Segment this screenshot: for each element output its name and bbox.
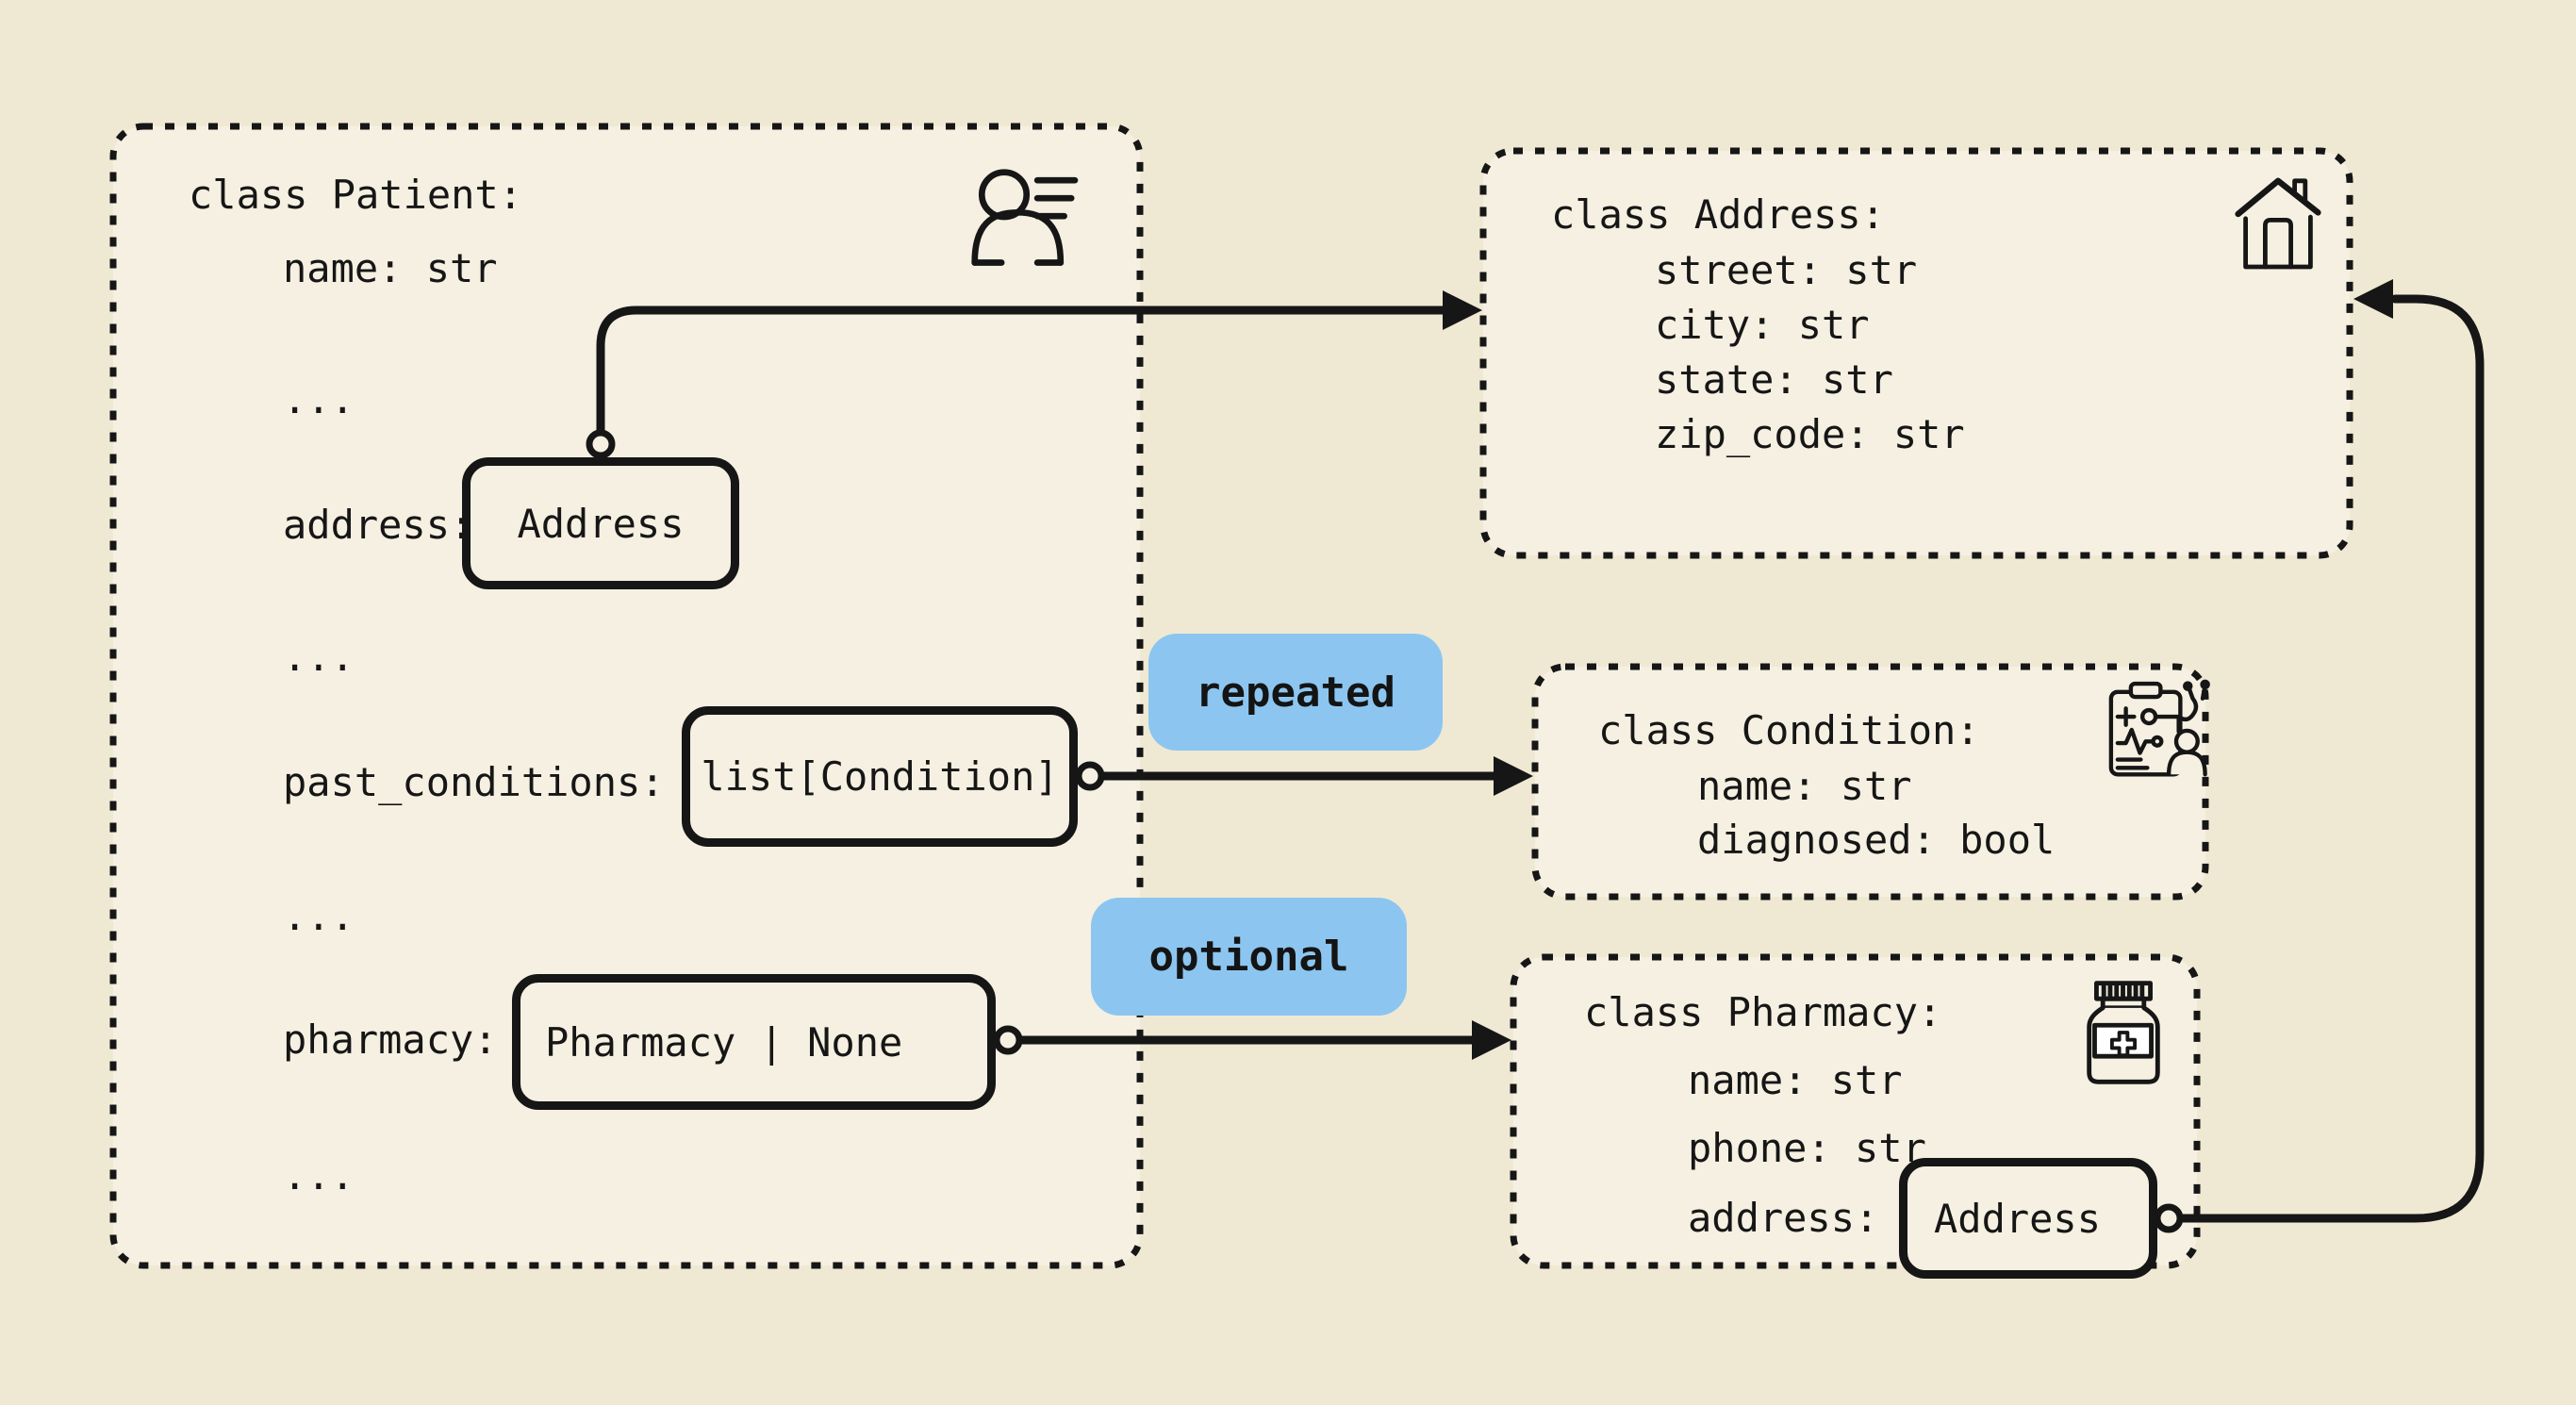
address-field-street: street: str [1655, 247, 1918, 293]
pharmacy-address-type-box: Address [1899, 1158, 2157, 1279]
patient-field-pharmacy-label: pharmacy: [283, 1017, 498, 1063]
person-details-icon [964, 166, 1081, 272]
patient-past-conditions-type-box: list[Condition] [682, 706, 1078, 847]
optional-badge: optional [1091, 898, 1407, 1016]
house-icon [2229, 168, 2327, 272]
pharmacy-field-name: name: str [1688, 1057, 1903, 1103]
patient-field-past-conditions-label: past_conditions: [283, 759, 665, 805]
patient-ellipsis-1: ... [283, 376, 355, 422]
socket-patient-conditions [1075, 761, 1105, 791]
socket-pharmacy-address [2154, 1203, 2184, 1233]
address-class-box [1479, 147, 2353, 559]
patient-address-type: Address [517, 500, 685, 547]
edge-pharmacy-address [2175, 294, 2485, 1223]
condition-class-title: class Condition: [1598, 707, 1980, 753]
patient-class-title: class Patient: [189, 172, 523, 218]
pharmacy-field-phone: phone: str [1688, 1125, 1926, 1171]
address-class-title: class Address: [1551, 191, 1886, 238]
pharmacy-field-address-label: address: [1688, 1195, 1879, 1241]
patient-ellipsis-4: ... [283, 1152, 355, 1198]
socket-patient-address [586, 429, 616, 459]
condition-class-box [1531, 663, 2209, 901]
edge-patient-address-arrowhead [1443, 290, 1482, 330]
address-field-zip-code: zip_code: str [1655, 411, 1965, 457]
edge-patient-condition-arrowhead [1494, 756, 1533, 796]
socket-patient-pharmacy [993, 1025, 1023, 1055]
medical-clipboard-icon [2101, 677, 2212, 783]
patient-address-type-box: Address [462, 457, 739, 589]
repeated-badge: repeated [1148, 634, 1443, 751]
patient-past-conditions-type: list[Condition] [701, 753, 1059, 800]
patient-pharmacy-type-box: Pharmacy | None [512, 974, 996, 1110]
pill-bottle-icon [2080, 977, 2167, 1088]
patient-field-address-label: address: [283, 502, 474, 548]
edge-patient-pharmacy-arrowhead [1472, 1020, 1511, 1060]
condition-field-diagnosed: diagnosed: bool [1697, 817, 2056, 863]
patient-ellipsis-3: ... [283, 893, 355, 939]
address-field-city: city: str [1655, 302, 1870, 348]
patient-ellipsis-2: ... [283, 634, 355, 680]
patient-field-name: name: str [283, 245, 498, 291]
edge-pharmacy-address-arrowhead [2353, 279, 2393, 319]
condition-field-name: name: str [1697, 763, 1912, 809]
pharmacy-class-title: class Pharmacy: [1584, 989, 1942, 1035]
patient-pharmacy-type: Pharmacy | None [545, 1018, 903, 1066]
address-field-state: state: str [1655, 356, 1893, 403]
pharmacy-address-type: Address [1934, 1195, 2102, 1242]
edge-patient-address [596, 306, 1449, 438]
